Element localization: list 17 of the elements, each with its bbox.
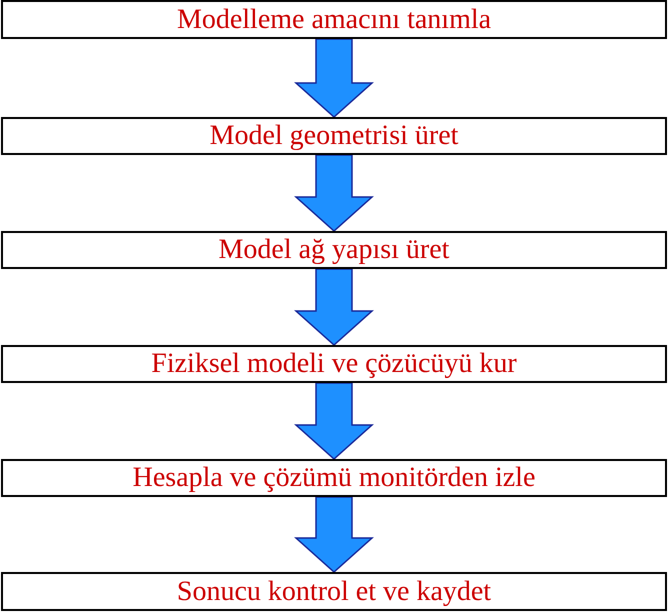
block-arrow <box>294 496 374 573</box>
process-box <box>1 231 667 269</box>
step-label: Hesapla ve çözümü monitörden izle <box>132 464 536 492</box>
process-box <box>1 345 667 383</box>
step-label: Model ağ yapısı üret <box>218 236 450 264</box>
step-label: Modelleme amacını tanımla <box>176 6 492 34</box>
process-box <box>1 117 667 155</box>
process-box <box>1 572 667 611</box>
process-box <box>1 459 667 497</box>
block-arrow <box>294 268 374 346</box>
block-arrow <box>294 382 374 460</box>
step-label: Fiziksel modeli ve çözücüyü kur <box>151 350 517 378</box>
process-box <box>1 0 667 39</box>
block-arrow <box>294 154 374 232</box>
step-label: Sonucu kontrol et ve kaydet <box>176 578 492 606</box>
block-arrow <box>294 38 374 118</box>
step-label: Model geometrisi üret <box>210 122 458 150</box>
